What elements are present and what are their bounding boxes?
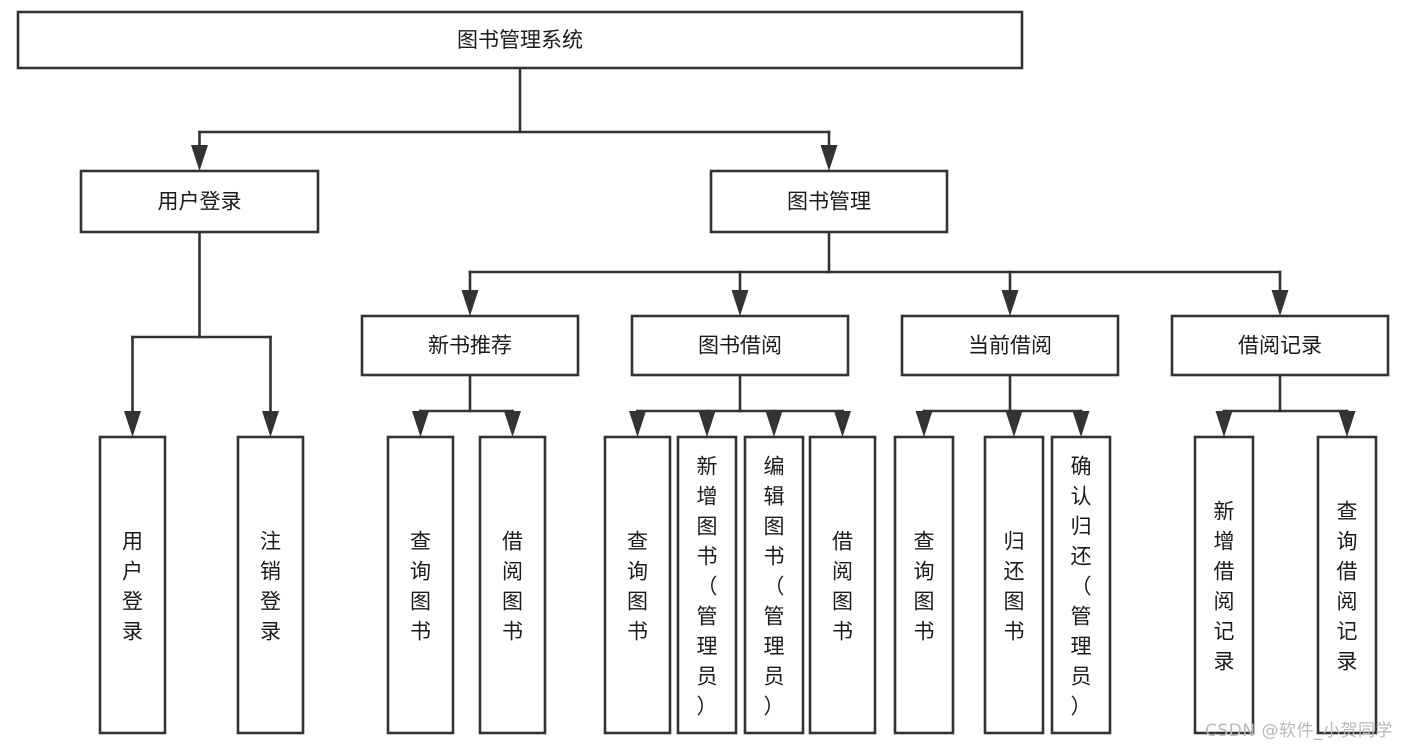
node-box[interactable]	[79, 169, 320, 234]
node-leaf-11[interactable]: 确认归还（管理员）	[1050, 435, 1112, 735]
node-box[interactable]	[603, 435, 672, 735]
arrow-head-icon	[1001, 290, 1019, 316]
connector-group-root	[191, 66, 838, 171]
node-leaf-2[interactable]: 注销登录	[236, 435, 305, 735]
node-label: 用户登录	[158, 190, 242, 214]
node-leaf-8[interactable]: 借阅图书	[808, 435, 877, 735]
arrow-head-icon	[412, 411, 429, 437]
arrow-head-icon	[765, 411, 783, 437]
node-label: 编辑图书（管理员）	[764, 454, 785, 718]
node-box[interactable]	[1193, 435, 1255, 735]
node-box[interactable]	[630, 314, 850, 377]
node-layer: 图书管理系统用户登录图书管理新书推荐图书借阅当前借阅借阅记录用户登录注销登录查询…	[16, 10, 1390, 735]
node-label: 借阅图书	[502, 529, 523, 643]
connector-group-l3-3	[915, 373, 1090, 437]
node-label: 图书管理	[787, 190, 871, 214]
node-label: 归还图书	[1004, 529, 1025, 643]
node-box[interactable]	[236, 435, 305, 735]
arrow-head-icon	[461, 290, 479, 316]
node-l2-2[interactable]: 图书管理	[709, 169, 949, 234]
node-box[interactable]	[900, 314, 1120, 377]
node-label: 图书管理系统	[457, 28, 583, 52]
arrow-head-icon	[1215, 411, 1233, 437]
node-leaf-4[interactable]: 借阅图书	[478, 435, 547, 735]
node-label: 查询借阅记录	[1337, 499, 1358, 673]
node-box[interactable]	[676, 435, 738, 735]
node-leaf-9[interactable]: 查询图书	[893, 435, 955, 735]
connector-layer	[124, 66, 1356, 437]
node-box[interactable]	[16, 10, 1024, 70]
arrow-head-icon	[1271, 290, 1289, 316]
arrow-head-icon	[629, 411, 646, 437]
node-box[interactable]	[893, 435, 955, 735]
node-leaf-5[interactable]: 查询图书	[603, 435, 672, 735]
node-box[interactable]	[1170, 314, 1390, 377]
node-l3-1[interactable]: 新书推荐	[360, 314, 580, 377]
node-box[interactable]	[478, 435, 547, 735]
node-box[interactable]	[1316, 435, 1378, 735]
connector-group-l3-2	[629, 373, 851, 437]
arrow-head-icon	[124, 411, 141, 437]
connector-group-l3-1	[412, 373, 521, 437]
node-l2-1[interactable]: 用户登录	[79, 169, 320, 234]
arrow-head-icon	[731, 290, 749, 316]
node-box[interactable]	[1050, 435, 1112, 735]
arrow-head-icon	[834, 411, 851, 437]
node-box[interactable]	[808, 435, 877, 735]
csdn-watermark: CSDN @软件_小贺同学	[1205, 721, 1393, 741]
node-label: 借阅图书	[832, 529, 853, 643]
node-l3-2[interactable]: 图书借阅	[630, 314, 850, 377]
node-leaf-10[interactable]: 归还图书	[983, 435, 1045, 735]
node-leaf-3[interactable]: 查询图书	[386, 435, 455, 735]
node-label: 图书借阅	[698, 334, 782, 358]
arrow-head-icon	[820, 145, 838, 171]
arrow-head-icon	[1338, 411, 1356, 437]
node-label: 用户登录	[122, 529, 143, 643]
node-box[interactable]	[709, 169, 949, 234]
node-label: 注销登录	[260, 529, 281, 643]
node-label: 确认归还（管理员）	[1071, 454, 1092, 718]
arrow-head-icon	[698, 411, 716, 437]
connector-group-l2-1	[124, 230, 279, 437]
arrow-head-icon	[262, 411, 279, 437]
arrow-head-icon	[915, 411, 933, 437]
node-leaf-7[interactable]: 编辑图书（管理员）	[743, 435, 805, 735]
connector-group-l3-4	[1215, 373, 1356, 437]
node-label: 查询图书	[914, 529, 935, 643]
node-leaf-6[interactable]: 新增图书（管理员）	[676, 435, 738, 735]
node-label: 查询图书	[627, 529, 648, 643]
connector-group-l2-2	[461, 230, 1289, 316]
node-leaf-13[interactable]: 查询借阅记录	[1316, 435, 1378, 735]
node-box[interactable]	[983, 435, 1045, 735]
node-label: 新增借阅记录	[1214, 499, 1235, 673]
node-label: 当前借阅	[968, 334, 1052, 358]
node-leaf-1[interactable]: 用户登录	[98, 435, 167, 735]
node-leaf-12[interactable]: 新增借阅记录	[1193, 435, 1255, 735]
arrow-head-icon	[191, 145, 208, 171]
node-box[interactable]	[360, 314, 580, 377]
node-label: 查询图书	[410, 529, 431, 643]
node-label: 借阅记录	[1238, 334, 1322, 358]
node-l3-3[interactable]: 当前借阅	[900, 314, 1120, 377]
node-box[interactable]	[386, 435, 455, 735]
node-l3-4[interactable]: 借阅记录	[1170, 314, 1390, 377]
node-label: 新增图书（管理员）	[697, 454, 718, 718]
arrow-head-icon	[504, 411, 521, 437]
node-root[interactable]: 图书管理系统	[16, 10, 1024, 70]
node-label: 新书推荐	[428, 334, 512, 358]
arrow-head-icon	[1005, 411, 1023, 437]
node-box[interactable]	[98, 435, 167, 735]
node-box[interactable]	[743, 435, 805, 735]
arrow-head-icon	[1072, 411, 1090, 437]
